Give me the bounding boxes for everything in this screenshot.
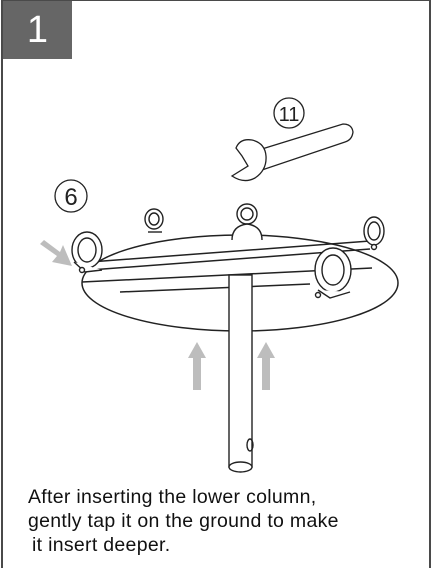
assembly-diagram: 11 6 bbox=[40, 97, 399, 473]
step-number-badge: 1 bbox=[3, 1, 72, 59]
caption-line-1: After inserting the lower column, bbox=[28, 486, 317, 508]
instruction-caption: After inserting the lower column, gently… bbox=[28, 485, 428, 557]
lower-column bbox=[228, 274, 254, 473]
part-6-number: 6 bbox=[64, 184, 77, 211]
caption-line-2: gently tap it on the ground to make bbox=[28, 510, 339, 532]
clamp-brackets bbox=[71, 203, 385, 299]
push-arrows bbox=[40, 240, 275, 390]
part-11-circle bbox=[273, 97, 305, 129]
wrench-icon bbox=[230, 123, 354, 182]
caption-line-3: it insert deeper. bbox=[32, 534, 171, 556]
part-11-number: 11 bbox=[279, 104, 300, 126]
panel-frame bbox=[1, 0, 431, 568]
part-6-circle bbox=[54, 179, 88, 213]
